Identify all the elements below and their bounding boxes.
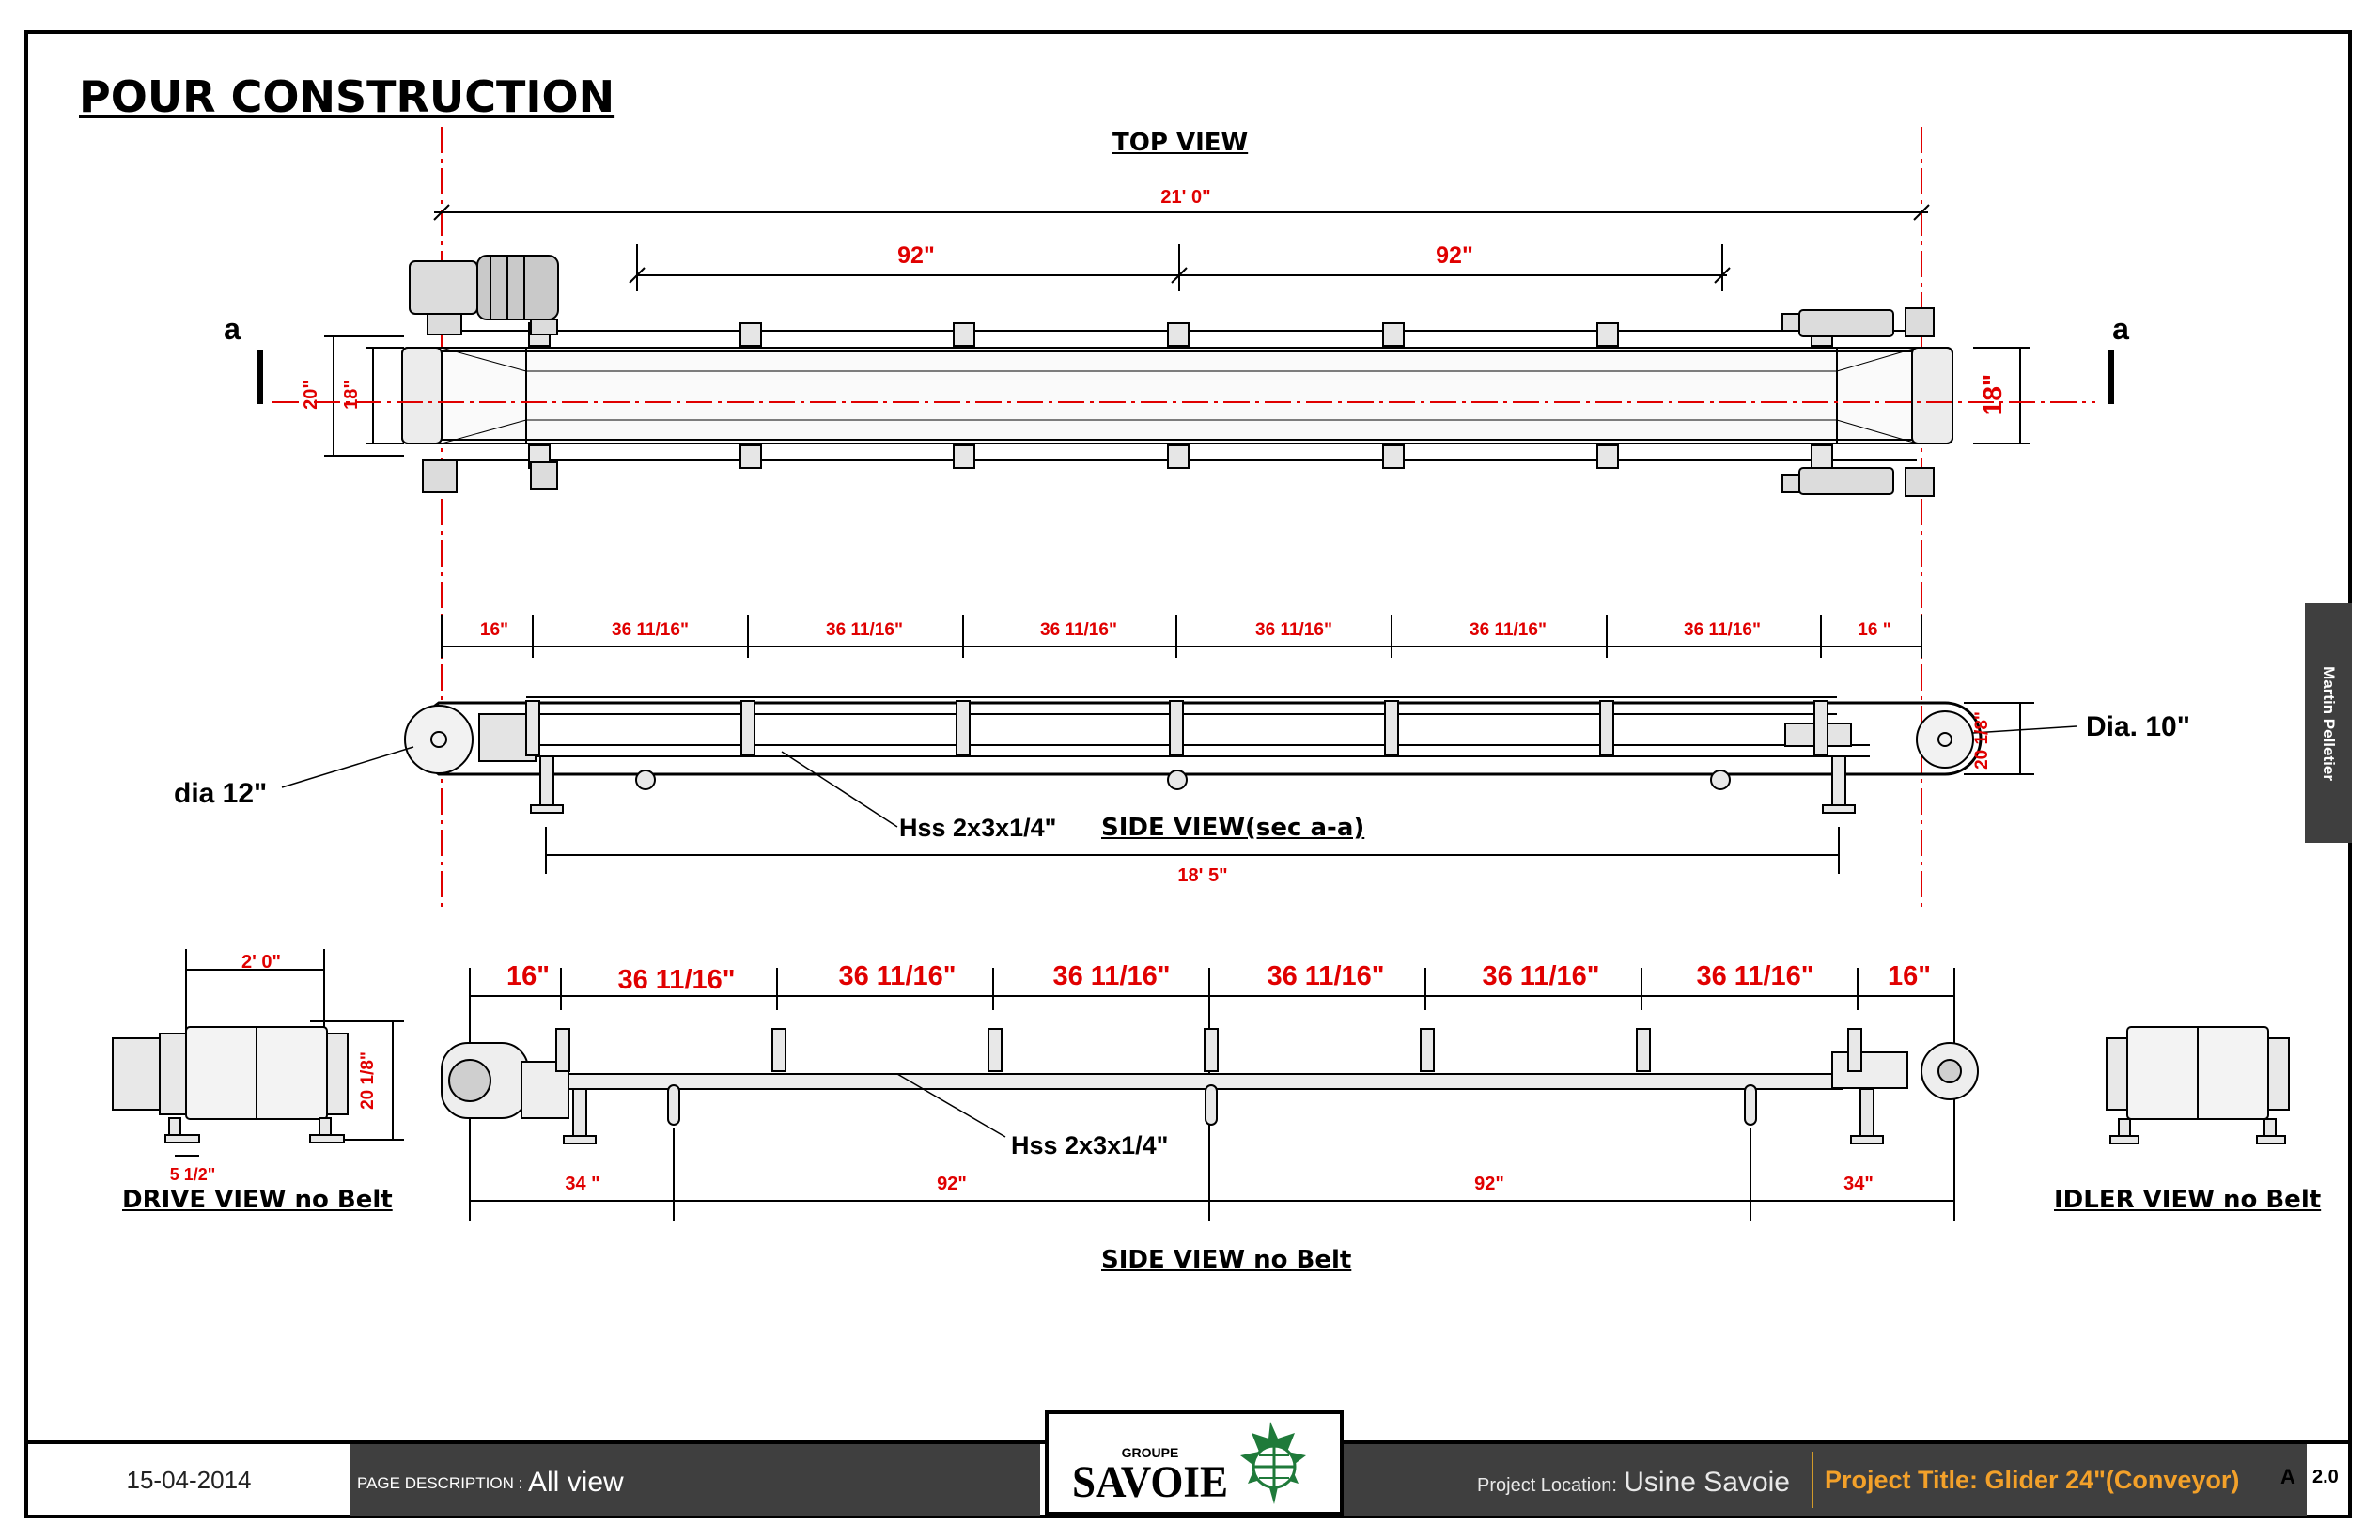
dim-top-width xyxy=(324,335,2030,457)
page-description: PAGE DESCRIPTION : All view xyxy=(350,1444,1040,1516)
title-block: 15-04-2014 PAGE DESCRIPTION : All view P… xyxy=(28,1410,2348,1516)
dim-side-seg-5: 36 11/16" xyxy=(1255,620,1332,640)
dim-top-spacing-left-label: 92" xyxy=(897,242,935,269)
dim-top-spacing-right-label: 92" xyxy=(1436,242,1473,269)
drawing-date: 15-04-2014 xyxy=(126,1465,252,1494)
dim-side-seg-4: 36 11/16" xyxy=(1040,620,1117,640)
section-mark-left xyxy=(257,350,263,404)
annotations: a a dia 12" Dia. 10" Hss 2x3x1/4" Hss 2x… xyxy=(174,312,2190,1159)
section-mark-left-label: a xyxy=(224,312,241,346)
section-mark-right xyxy=(2108,350,2114,404)
company-logo: GROUPE SAVOIE xyxy=(1045,1410,1344,1516)
drawing-border xyxy=(24,30,2352,1518)
revision-cell: A 2.0 xyxy=(2280,1444,2348,1516)
frame-member-label-nobelt: Hss 2x3x1/4" xyxy=(1011,1131,1168,1159)
page-description-value: All view xyxy=(528,1467,624,1498)
revision-number: 2.0 xyxy=(2312,1467,2339,1487)
idler-view xyxy=(2106,1026,2290,1144)
side-no-belt-view-title: SIDE VIEW no Belt xyxy=(1101,1246,1352,1274)
dim-side-segments xyxy=(441,615,1922,658)
dim-nobelt-bottom-1: 34 " xyxy=(565,1174,599,1194)
nobelt-leader xyxy=(896,1073,1006,1138)
side-section-view-title: SIDE VIEW(sec a-a) xyxy=(1101,814,1365,842)
nobelt-legs xyxy=(563,1084,1884,1144)
extension-lines xyxy=(441,127,1922,907)
page-description-label: PAGE DESCRIPTION : xyxy=(357,1474,523,1492)
nobelt-frame xyxy=(441,1042,1979,1119)
dim-nobelt-seg-5: 36 11/16" xyxy=(1267,961,1384,991)
dim-top-width-outer-label: 20" xyxy=(301,380,321,410)
project-location: Project Location: Usine Savoie xyxy=(1477,1467,1790,1499)
side-section-view xyxy=(281,615,2077,874)
dim-nobelt-seg-3: 36 11/16" xyxy=(838,961,956,991)
idler-view-title: IDLER VIEW no Belt xyxy=(2054,1186,2322,1214)
sheet-size: A xyxy=(2280,1465,2295,1488)
top-view-title: TOP VIEW xyxy=(1112,129,1249,157)
dim-nobelt-bottom xyxy=(470,1128,1954,1221)
drive-view-title: DRIVE VIEW no Belt xyxy=(122,1186,393,1214)
dim-nobelt-bottom-4: 34" xyxy=(1843,1174,1874,1194)
dim-top-width-inner-label: 18" xyxy=(341,380,362,410)
dim-side-seg-3: 36 11/16" xyxy=(826,620,903,640)
dim-drive-height-label: 20 1/8" xyxy=(358,1051,378,1110)
dim-drive-width-label: 2' 0" xyxy=(241,952,281,972)
top-tensioner xyxy=(1781,307,1935,497)
dim-leg-span-label: 18' 5" xyxy=(1177,865,1227,886)
dim-side-seg-7: 36 11/16" xyxy=(1684,620,1761,640)
dimension-labels: 21' 0" 92" 92" 20" 18" 18" 16" 36 11/16"… xyxy=(170,187,2007,1194)
logo-savoie: SAVOIE xyxy=(1072,1457,1228,1507)
top-drive-motor xyxy=(409,255,559,493)
logo-leaf-icon xyxy=(1240,1422,1306,1504)
drive-pulley-dia-label: dia 12" xyxy=(174,778,267,809)
dim-side-seg-1: 16" xyxy=(480,620,508,640)
dim-nobelt-seg-2: 36 11/16" xyxy=(617,965,735,995)
project-location-value: Usine Savoie xyxy=(1624,1467,1790,1498)
side-no-belt-view xyxy=(441,968,1979,1221)
leaders xyxy=(281,725,2077,828)
page-title: POUR CONSTRUCTION xyxy=(79,71,615,122)
nobelt-idlers xyxy=(555,1028,1862,1072)
frame-member-label-section: Hss 2x3x1/4" xyxy=(899,814,1056,842)
drive-view xyxy=(112,949,404,1157)
dim-side-height-label: 20 1/8" xyxy=(1972,711,1992,770)
dim-top-width-right-label: 18" xyxy=(1978,374,2007,415)
dim-top-overall xyxy=(433,204,1930,221)
dim-nobelt-seg-1: 16" xyxy=(506,961,550,991)
side-legs xyxy=(530,755,1856,814)
side-idlers xyxy=(525,700,1828,756)
dim-nobelt-seg-8: 16" xyxy=(1888,961,1931,991)
section-mark-right-label: a xyxy=(2112,312,2129,346)
dim-nobelt-bottom-2: 92" xyxy=(937,1174,967,1194)
top-view xyxy=(257,204,2114,497)
logo-groupe: GROUPE xyxy=(1122,1445,1179,1460)
dim-nobelt-seg-6: 36 11/16" xyxy=(1482,961,1599,991)
idler-pulley-dia-label: Dia. 10" xyxy=(2086,711,2190,742)
dim-nobelt-bottom-3: 92" xyxy=(1474,1174,1504,1194)
designer-name: Martin Pelletier xyxy=(2320,665,2338,781)
dim-side-seg-2: 36 11/16" xyxy=(612,620,689,640)
dim-top-overall-label: 21' 0" xyxy=(1160,187,1210,208)
dim-leg-span xyxy=(545,827,1840,874)
dim-top-spacing xyxy=(629,244,1731,291)
dim-drive-foot-label: 5 1/2" xyxy=(170,1165,216,1184)
project-title: Project Title: Glider 24"(Conveyor) xyxy=(1812,1452,2239,1508)
dim-side-seg-8: 16 " xyxy=(1858,620,1890,640)
project-location-label: Project Location: xyxy=(1477,1475,1617,1496)
dim-nobelt-seg-4: 36 11/16" xyxy=(1052,961,1170,991)
dim-side-height xyxy=(1964,702,2034,775)
dim-nobelt-seg-7: 36 11/16" xyxy=(1696,961,1813,991)
dim-side-seg-6: 36 11/16" xyxy=(1470,620,1547,640)
project-info: Project Location: Usine Savoie Project T… xyxy=(1344,1444,2307,1516)
designer-tab: Martin Pelletier xyxy=(2305,603,2352,843)
